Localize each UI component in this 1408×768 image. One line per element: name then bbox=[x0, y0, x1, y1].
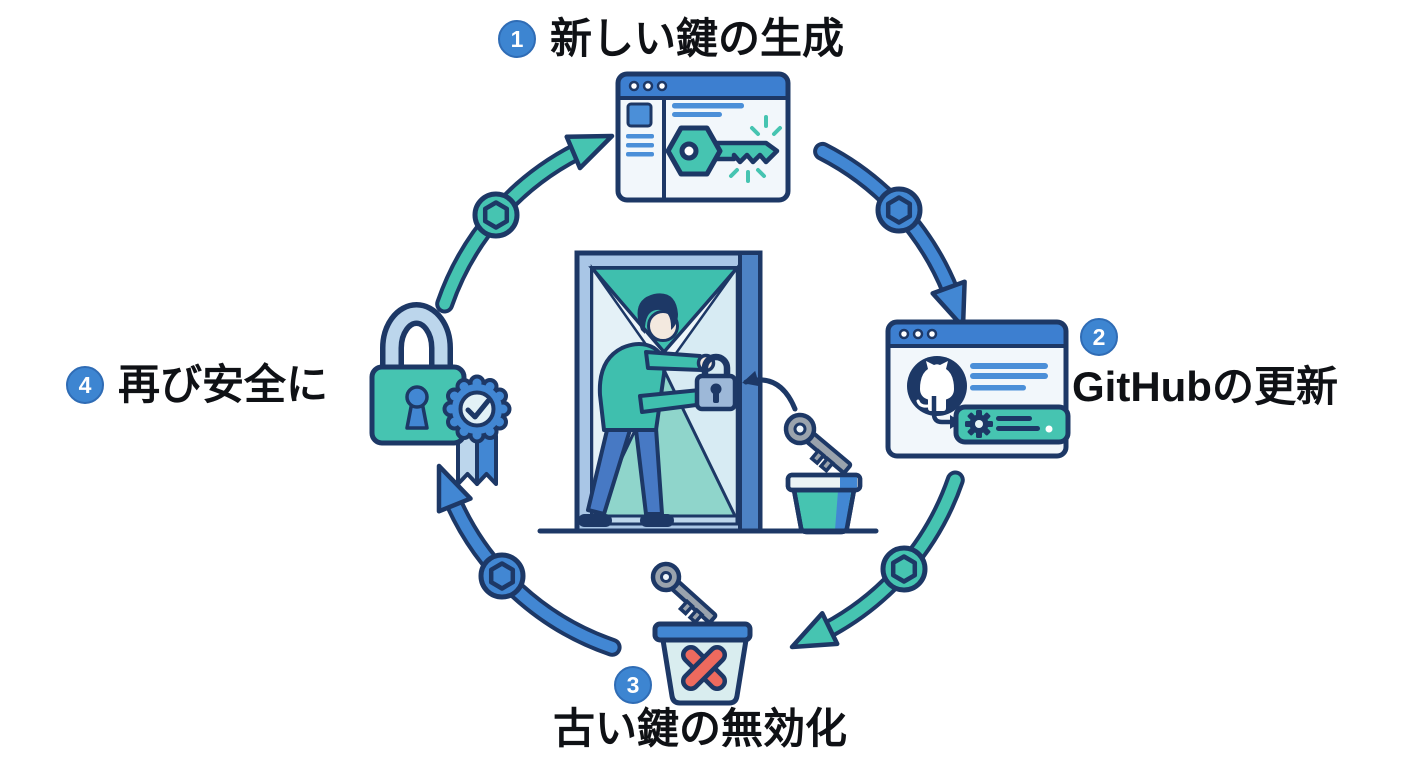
checkmark-icon bbox=[465, 398, 491, 420]
trash-bin-revoked-key-icon bbox=[650, 561, 753, 706]
person-arm bbox=[644, 350, 704, 372]
settings-bar-icon bbox=[953, 404, 1071, 445]
sidebar-thumbnail-icon bbox=[626, 102, 653, 128]
step-1-number-badge: 1 bbox=[498, 20, 536, 59]
person-shoe bbox=[640, 514, 674, 527]
window-dot-icon bbox=[898, 328, 910, 340]
step-4-number-badge: 4 bbox=[66, 366, 104, 405]
arc-step1-to-step2 bbox=[813, 141, 967, 330]
step-1-label: 新しい鍵の生成 bbox=[550, 15, 845, 62]
hexagon-node-icon bbox=[875, 186, 923, 234]
step-3-label: 古い鍵の無効化 bbox=[552, 705, 847, 752]
sparkle-icon bbox=[729, 115, 782, 183]
step-1-label-group: 1 新しい鍵の生成 bbox=[498, 15, 845, 62]
arrowhead-up-left-icon bbox=[436, 463, 473, 514]
center-door-scene bbox=[537, 250, 879, 535]
window-dot-icon bbox=[642, 80, 654, 92]
arc-step4-to-step1 bbox=[435, 133, 615, 314]
step-3-number-badge: 3 bbox=[614, 666, 652, 704]
hexagon-node-icon bbox=[472, 191, 520, 239]
step-2-label-group: 2 GitHubの更新 bbox=[1072, 318, 1338, 410]
window-dot-icon bbox=[926, 328, 938, 340]
hexagon-node-icon bbox=[880, 545, 928, 593]
gear-icon bbox=[965, 410, 993, 438]
arrowhead-up-right-icon bbox=[564, 133, 615, 171]
door-lock-icon bbox=[694, 353, 738, 412]
padlock-verified-badge-icon bbox=[369, 302, 512, 486]
arc-step3-to-step4 bbox=[436, 463, 622, 657]
step-2-number-badge: 2 bbox=[1080, 318, 1118, 356]
step-2-label: GitHubの更新 bbox=[1072, 363, 1338, 410]
github-settings-window-icon bbox=[885, 319, 1071, 459]
person-hair bbox=[637, 293, 678, 334]
window-dot-icon bbox=[656, 80, 668, 92]
person-shoe bbox=[578, 514, 612, 527]
window-dot-icon bbox=[912, 328, 924, 340]
keyhole-icon bbox=[405, 385, 429, 430]
github-logo-icon bbox=[907, 356, 967, 416]
discarded-key-icon bbox=[783, 412, 853, 475]
new-key-icon bbox=[665, 125, 780, 177]
step-4-label-group: 4 再び安全に bbox=[66, 361, 329, 408]
arrowhead-down-left-icon bbox=[789, 611, 840, 650]
step-4-label: 再び安全に bbox=[118, 361, 329, 408]
hexagon-node-icon bbox=[478, 552, 526, 600]
window-dot-icon bbox=[628, 80, 640, 92]
arrowhead-down-icon bbox=[930, 279, 967, 330]
old-key-icon bbox=[650, 561, 718, 625]
browser-window-new-key-icon bbox=[615, 71, 791, 203]
bucket-icon bbox=[785, 472, 863, 535]
verified-badge-icon bbox=[442, 374, 512, 444]
curved-arrow-icon bbox=[742, 370, 798, 412]
arc-step2-to-step3 bbox=[789, 470, 965, 650]
x-mark-icon bbox=[680, 644, 728, 692]
